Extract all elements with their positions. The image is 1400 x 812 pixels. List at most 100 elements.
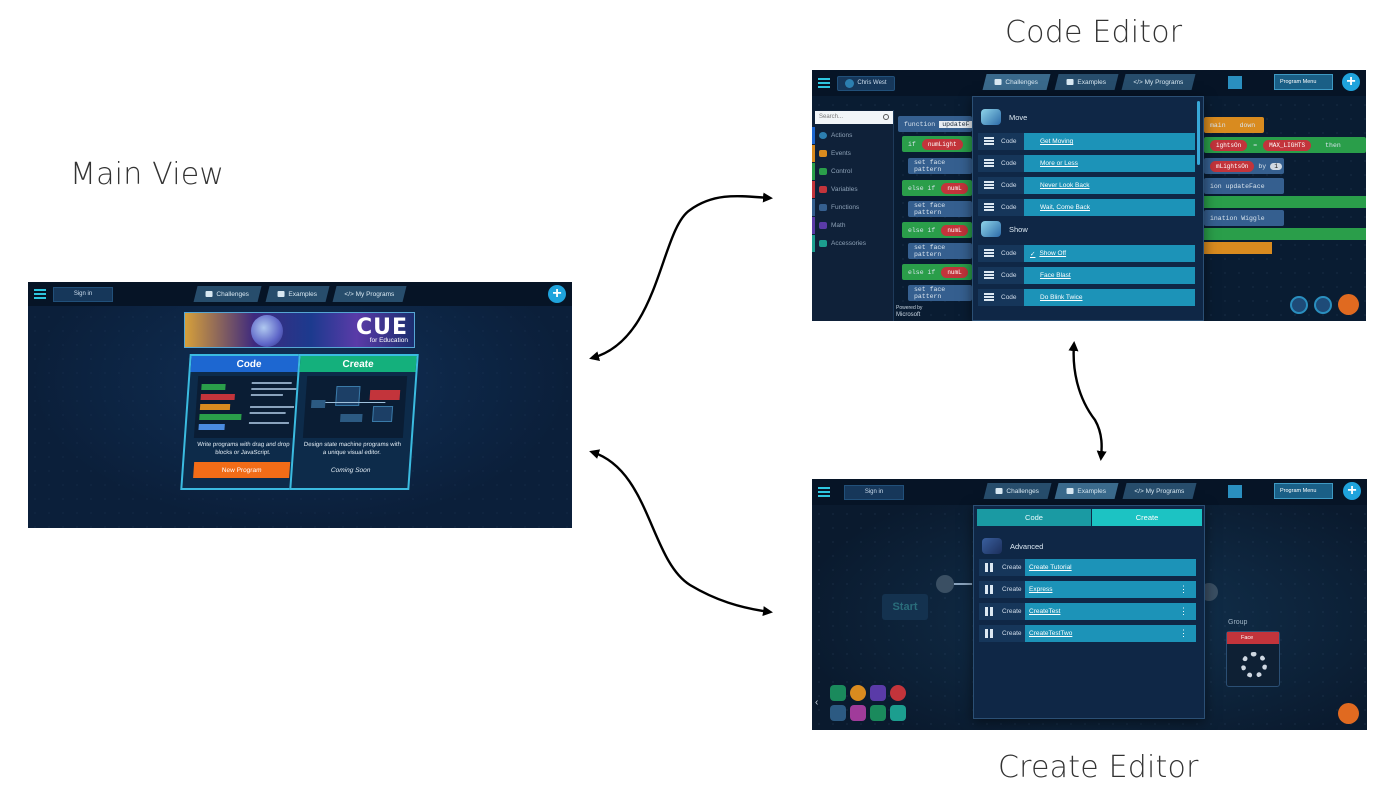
- sound-tool-icon[interactable]: [830, 705, 846, 721]
- code-icon: [984, 137, 994, 146]
- show-icon: [981, 221, 1001, 237]
- advanced-icon: [982, 538, 1002, 554]
- category-actions[interactable]: Actions: [812, 127, 894, 144]
- tab-challenges[interactable]: Challenges: [193, 286, 262, 302]
- tab-challenges[interactable]: Challenges: [983, 483, 1051, 499]
- tab-examples[interactable]: Examples: [265, 286, 329, 302]
- light-tool-icon[interactable]: [870, 685, 886, 701]
- more-options-icon[interactable]: ⋮: [1179, 584, 1188, 594]
- create-card[interactable]: Create Design state machine programs wit…: [289, 354, 419, 490]
- add-icon[interactable]: +: [1342, 73, 1360, 91]
- card-tool-icon[interactable]: [890, 705, 906, 721]
- ring-tool-icon[interactable]: [890, 685, 906, 701]
- hamburger-menu-icon[interactable]: [818, 487, 830, 497]
- tab-my-programs[interactable]: </> My Programs: [1122, 483, 1196, 499]
- block-palette: Search... Actions Events Control Variabl…: [812, 110, 894, 321]
- category-math[interactable]: Math: [812, 217, 894, 234]
- coming-soon-text: Coming Soon: [330, 467, 371, 474]
- book-icon[interactable]: [1228, 485, 1242, 498]
- main-view-label: Main View: [70, 157, 225, 192]
- play-icon: [277, 291, 285, 297]
- segment-create[interactable]: Create: [1092, 509, 1202, 526]
- category-control[interactable]: Control: [812, 163, 894, 180]
- segment-code[interactable]: Code: [977, 509, 1091, 526]
- tab-examples[interactable]: Examples: [1054, 74, 1118, 90]
- list-item[interactable]: Code✓Show Off: [978, 245, 1195, 262]
- sensor-tool-icon[interactable]: [850, 685, 866, 701]
- more-options-icon[interactable]: ⋮: [1179, 606, 1188, 616]
- category-events[interactable]: Events: [812, 145, 894, 162]
- trigger-tool-icon[interactable]: [830, 685, 846, 701]
- tab-my-programs[interactable]: </> My Programs: [1121, 74, 1196, 90]
- face-node-title: Face: [1227, 632, 1279, 644]
- flag-icon: [994, 79, 1002, 85]
- new-program-button[interactable]: New Program: [193, 462, 291, 478]
- hamburger-menu-icon[interactable]: [818, 78, 830, 88]
- set-face-block[interactable]: set face pattern: [908, 201, 972, 217]
- sign-in-button[interactable]: Sign in: [53, 286, 113, 302]
- play-button-icon[interactable]: [1338, 294, 1359, 315]
- code-card-title: Code: [190, 356, 308, 372]
- add-icon[interactable]: +: [1343, 482, 1361, 500]
- lightning-icon[interactable]: [936, 575, 954, 593]
- face-state-node[interactable]: Face: [1226, 631, 1280, 687]
- arrow-code-create: [1068, 341, 1107, 461]
- set-face-block[interactable]: set face pattern: [908, 158, 972, 174]
- add-icon[interactable]: +: [548, 285, 566, 303]
- set-face-block[interactable]: set face pattern: [908, 243, 972, 259]
- tab-challenges[interactable]: Challenges: [982, 74, 1051, 90]
- search-input[interactable]: Search...: [815, 111, 893, 124]
- category-functions[interactable]: Functions: [812, 199, 894, 216]
- tab-examples[interactable]: Examples: [1054, 483, 1119, 499]
- tab-my-programs[interactable]: </> My Programs: [332, 286, 407, 302]
- program-menu-button[interactable]: Program Menu: [1274, 483, 1334, 499]
- play-button-icon[interactable]: [1338, 703, 1359, 724]
- section-advanced: Advanced: [982, 538, 1043, 554]
- category-accessories[interactable]: Accessories: [812, 235, 894, 252]
- robot-image: [251, 315, 283, 347]
- top-bar: Sign in Challenges Examples </> My Progr…: [28, 282, 572, 306]
- play-tool-icon[interactable]: [870, 705, 886, 721]
- scrollbar[interactable]: [1197, 101, 1200, 165]
- code-icon: [984, 271, 994, 280]
- chevron-left-icon[interactable]: ‹: [815, 697, 819, 708]
- start-node[interactable]: Start: [882, 594, 928, 620]
- animation-block[interactable]: ination Wiggle: [1204, 210, 1284, 226]
- redo-icon[interactable]: [1314, 296, 1332, 314]
- set-face-block[interactable]: set face pattern: [908, 285, 972, 301]
- arrow-main-create: [589, 449, 773, 617]
- move-icon: [981, 109, 1001, 125]
- flag-icon: [995, 488, 1003, 494]
- program-menu-button[interactable]: Program Menu: [1274, 74, 1334, 90]
- sign-in-button[interactable]: Sign in: [844, 484, 904, 500]
- hamburger-menu-icon[interactable]: [34, 289, 46, 299]
- more-options-icon[interactable]: ⋮: [1179, 628, 1188, 638]
- user-selector[interactable]: Chris West: [837, 75, 895, 91]
- category-variables[interactable]: Variables: [812, 181, 894, 198]
- variables-icon: [819, 186, 827, 193]
- undo-icon[interactable]: [1290, 296, 1308, 314]
- call-update-face-block[interactable]: ion updateFace: [1204, 178, 1284, 194]
- book-icon[interactable]: [1228, 76, 1242, 89]
- flag-icon: [205, 291, 213, 297]
- display-tool-icon[interactable]: [850, 705, 866, 721]
- nav-tabs: Challenges Examples </> My Programs: [983, 483, 1196, 499]
